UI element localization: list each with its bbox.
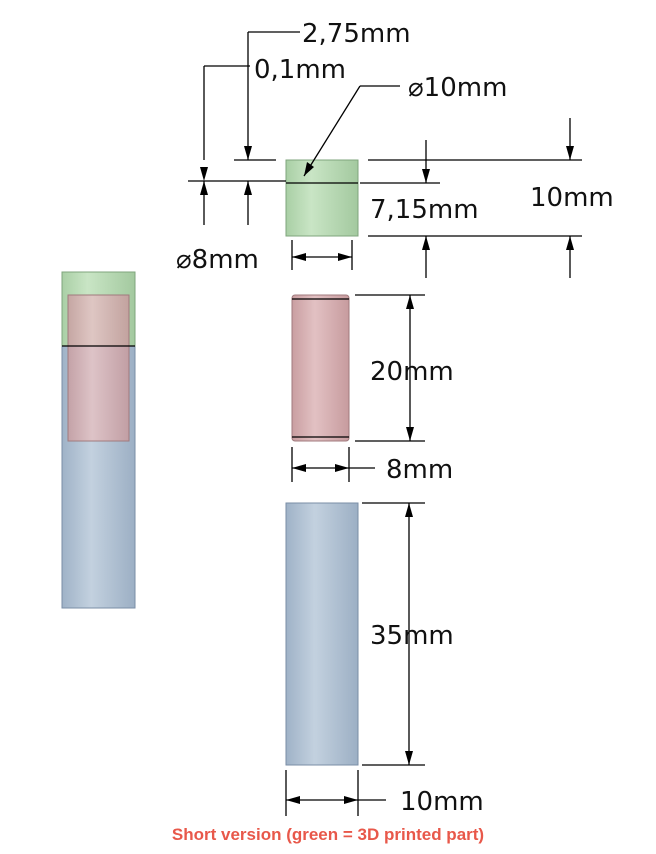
rod-body bbox=[285, 502, 359, 766]
pin-part bbox=[291, 294, 350, 442]
label-cap-bore-diameter: ⌀8mm bbox=[176, 245, 259, 275]
label-pin-width: 8mm bbox=[386, 455, 453, 485]
assembly-pin bbox=[67, 294, 130, 442]
printed-cap-part bbox=[285, 159, 359, 237]
rod-part bbox=[285, 502, 359, 766]
printed-cap-body bbox=[285, 159, 359, 237]
dimension-lines bbox=[188, 31, 582, 816]
label-cap-height: 10mm bbox=[530, 183, 614, 213]
label-offset-outer: 2,75mm bbox=[302, 19, 411, 49]
label-rod-width: 10mm bbox=[400, 787, 484, 817]
assembly-view bbox=[61, 271, 136, 609]
label-rod-length: 35mm bbox=[370, 621, 454, 651]
pin-body bbox=[291, 294, 350, 442]
label-offset-inner: 0,1mm bbox=[254, 55, 346, 85]
figure-caption: Short version (green = 3D printed part) bbox=[172, 825, 484, 844]
dimension-labels: 2,75mm 0,1mm ⌀10mm 10mm 7,15mm ⌀8mm 20mm… bbox=[176, 19, 614, 817]
label-cap-diameter: ⌀10mm bbox=[408, 73, 507, 103]
label-pin-length: 20mm bbox=[370, 357, 454, 387]
label-cap-bore-depth: 7,15mm bbox=[370, 195, 479, 225]
